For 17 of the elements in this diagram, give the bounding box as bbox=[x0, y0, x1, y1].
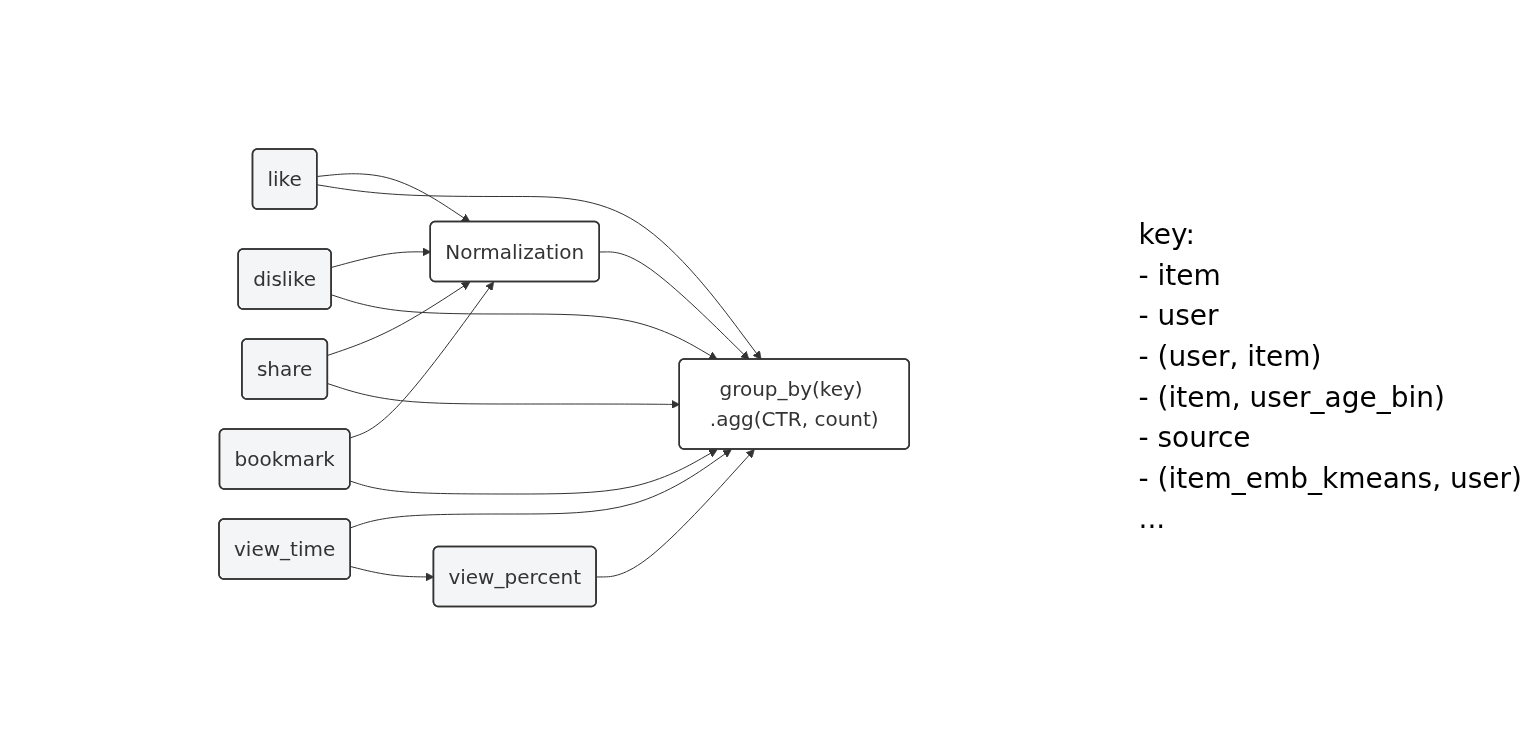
note-text: - source bbox=[1138, 420, 1252, 457]
arrow bbox=[350, 448, 732, 528]
arrow bbox=[316, 173, 471, 223]
note-text: - (item, user_age_bin) bbox=[1138, 379, 1446, 416]
arrow bbox=[327, 281, 471, 356]
arrow bbox=[316, 184, 762, 360]
arrow bbox=[349, 448, 718, 495]
note-text: - user bbox=[1138, 298, 1220, 335]
note-text: - (user, item) bbox=[1138, 338, 1323, 375]
arrow bbox=[331, 294, 718, 360]
note-text: - item bbox=[1138, 257, 1222, 294]
arrow bbox=[349, 281, 495, 439]
note-text: key: bbox=[1138, 217, 1196, 254]
arrow bbox=[596, 448, 755, 578]
arrow bbox=[599, 251, 750, 360]
note-text: ... bbox=[1138, 501, 1167, 538]
note-text: - (item_emb_kmeans, user) bbox=[1138, 460, 1522, 497]
